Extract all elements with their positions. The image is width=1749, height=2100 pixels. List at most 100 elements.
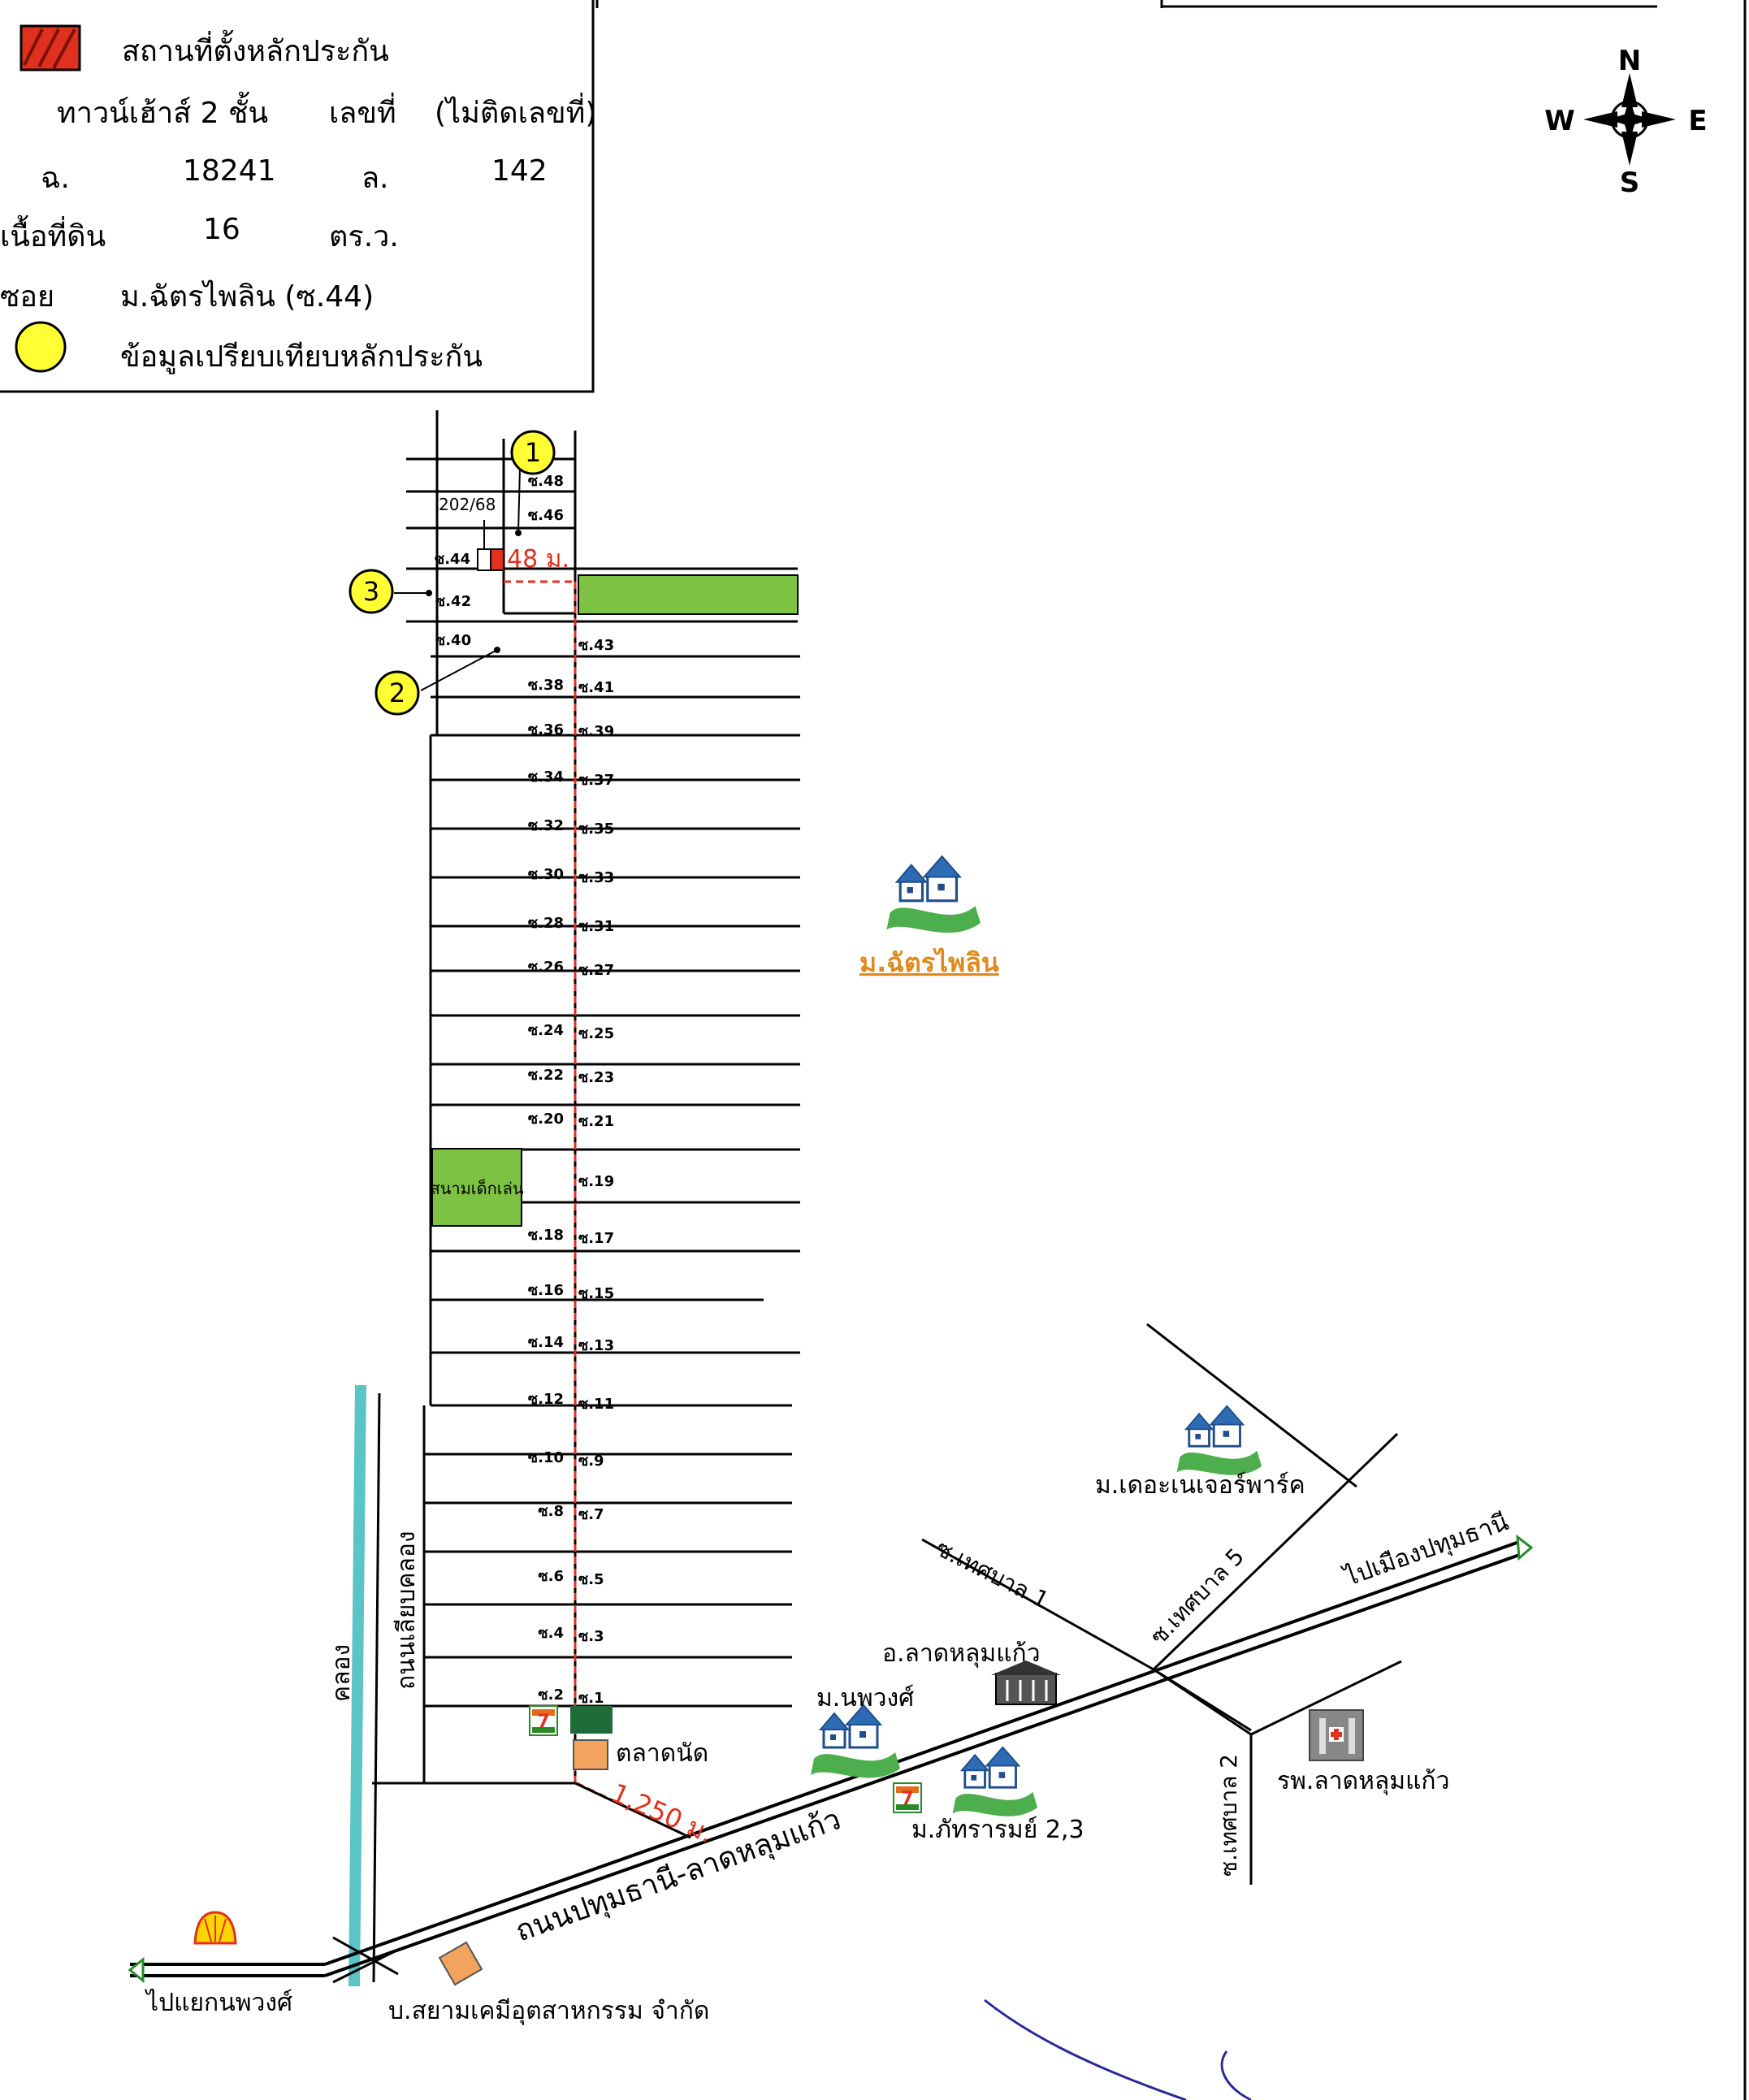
district-office-label: อ.ลาดหลุมแก้ว bbox=[882, 1639, 1041, 1669]
canal-road-label: ถนนเลียบคลอง bbox=[392, 1531, 421, 1690]
marker-2-label: 2 bbox=[389, 678, 405, 708]
soi-tessaban2-label: ซ.เทศบาล 2 bbox=[1215, 1754, 1242, 1877]
plot-202-68 bbox=[477, 548, 491, 571]
market-label: ตลาดนัด bbox=[616, 1739, 708, 1768]
soi-label-east: ซ.43 bbox=[578, 637, 614, 654]
soi-label-east: ซ.31 bbox=[578, 918, 614, 935]
soi-label-east: ซ.11 bbox=[578, 1396, 614, 1413]
hospital-icon bbox=[1309, 1709, 1364, 1761]
hospital-label: รพ.ลาดหลุมแก้ว bbox=[1277, 1767, 1449, 1796]
village-pattharam-label: ม.ภัทรารมย์ 2,3 bbox=[911, 1816, 1084, 1844]
seven-eleven-icon-2: 7 bbox=[893, 1782, 922, 1813]
soi-label-west: ซ.4 bbox=[538, 1625, 564, 1642]
village-house-icon bbox=[952, 1746, 1038, 1816]
village-house-icon bbox=[1176, 1405, 1262, 1475]
soi-label-east: ซ.39 bbox=[578, 723, 614, 740]
soi-network bbox=[406, 410, 800, 1783]
legend-lot-label: ล. bbox=[361, 162, 389, 195]
market-icon bbox=[573, 1739, 608, 1770]
soi-label-west: ซ.22 bbox=[528, 1067, 564, 1084]
soi-label-west: ซ.10 bbox=[528, 1449, 564, 1466]
soi-label-east: ซ.5 bbox=[578, 1571, 604, 1588]
soi-label-west: ซ.38 bbox=[528, 677, 564, 694]
frontage-distance: 48 ม. bbox=[507, 545, 569, 574]
municipal-sois bbox=[921, 1323, 1402, 1885]
compass-east: E bbox=[1688, 105, 1707, 137]
soi-label-west: ซ.42 bbox=[435, 593, 471, 610]
soi-label-west: ซ.20 bbox=[528, 1111, 564, 1128]
soi-tessaban1-label: ซ.เทศบาล 1 bbox=[932, 1535, 1054, 1614]
svg-text:7: 7 bbox=[901, 1789, 913, 1809]
arrow-to-pathum-icon bbox=[1516, 1534, 1534, 1561]
park-area[interactable] bbox=[431, 1148, 522, 1227]
lake-outline bbox=[984, 1998, 1252, 2100]
seven-eleven-icon: 7 bbox=[529, 1705, 558, 1736]
legend-comparison-label: ข้อมูลเปรียบเทียบหลักประกัน bbox=[120, 340, 483, 374]
legend-building-type: ทาวน์เฮ้าส์ 2 ชั้น bbox=[57, 97, 269, 130]
village-nature-label: ม.เดอะเนเจอร์พาร์ค bbox=[1095, 1471, 1305, 1500]
soi-label-west: ซ.40 bbox=[435, 632, 471, 649]
soi-label-west: ซ.24 bbox=[528, 1022, 564, 1039]
tesco-lotus-icon bbox=[570, 1706, 613, 1734]
legend-house-no-value: (ไม่ติดเลขที่) bbox=[435, 97, 597, 130]
comparison-marker-2[interactable] bbox=[374, 670, 420, 716]
district-office-icon bbox=[991, 1661, 1061, 1705]
legend-deed-label: ฉ. bbox=[41, 162, 70, 195]
green-strip bbox=[578, 574, 799, 615]
soi-label-east: ซ.1 bbox=[578, 1690, 604, 1707]
soi-tessaban5-label: ซ.เทศบาล 5 bbox=[1145, 1543, 1249, 1650]
soi-label-east: ซ.41 bbox=[578, 679, 614, 696]
soi-label-west: ซ.30 bbox=[528, 866, 564, 883]
soi-label-west: ซ.46 bbox=[528, 507, 564, 524]
legend-deed-value: 18241 bbox=[183, 154, 276, 188]
village-nopphawong-label: ม.นพวงศ์ bbox=[816, 1684, 914, 1712]
soi-label-west: ซ.8 bbox=[538, 1503, 564, 1520]
soi-label-east: ซ.27 bbox=[578, 962, 614, 979]
legend-property-label: สถานที่ตั้งหลักประกัน bbox=[122, 35, 389, 68]
soi-label-east: ซ.33 bbox=[578, 869, 614, 886]
arrow-to-nopphawong-icon bbox=[128, 1956, 145, 1984]
soi-label-east: ซ.7 bbox=[578, 1506, 604, 1523]
soi-label-west: ซ.28 bbox=[528, 915, 564, 932]
soi-label-west: ซ.48 bbox=[528, 473, 564, 490]
soi-label-east: ซ.35 bbox=[578, 821, 614, 838]
soi-label-west: ซ.2 bbox=[538, 1686, 564, 1704]
village-main-label: ม.ฉัตรไพลิน bbox=[859, 947, 999, 978]
marker-1-label: 1 bbox=[525, 437, 541, 468]
soi-label-west: ซ.16 bbox=[528, 1282, 564, 1299]
soi-label-west: ซ.26 bbox=[528, 959, 564, 976]
legend-area-label: เนื้อที่ดิน bbox=[0, 220, 106, 253]
soi-label-west: ซ.36 bbox=[528, 721, 564, 738]
legend-area-unit: ตร.ว. bbox=[329, 220, 399, 253]
comparison-marker-1[interactable] bbox=[510, 430, 556, 475]
soi-label-east: ซ.23 bbox=[578, 1069, 614, 1086]
legend-box bbox=[0, 0, 595, 393]
legend-lot-value: 142 bbox=[491, 154, 548, 188]
comparison-marker-3[interactable] bbox=[349, 569, 394, 614]
legend-house-no-label: เลขที่ bbox=[329, 97, 396, 130]
compass-icon bbox=[1583, 73, 1676, 166]
soi-label-east: ซ.37 bbox=[578, 772, 614, 789]
canal bbox=[349, 1384, 366, 1987]
compass-south: S bbox=[1620, 167, 1640, 199]
property-plot[interactable] bbox=[490, 548, 504, 571]
soi-label-west: ซ.6 bbox=[538, 1568, 564, 1585]
soi-label-west: ซ.34 bbox=[528, 769, 564, 786]
soi-label-east: ซ.19 bbox=[578, 1173, 614, 1190]
comparison-legend-icon bbox=[15, 321, 67, 373]
road-distance: 1,250 ม. bbox=[607, 1777, 718, 1850]
property-legend-icon bbox=[19, 24, 81, 71]
village-house-icon bbox=[811, 1704, 900, 1778]
company-icon bbox=[438, 1941, 483, 1986]
svg-text:7: 7 bbox=[537, 1712, 549, 1732]
soi-label-east: ซ.21 bbox=[578, 1113, 614, 1130]
soi-label-east: ซ.13 bbox=[578, 1337, 614, 1354]
shell-icon bbox=[193, 1911, 237, 1945]
compass-west: W bbox=[1544, 105, 1575, 137]
soi-label-west: ซ.44 bbox=[435, 551, 470, 568]
to-pathum-label: ไปเมืองปทุมธานี bbox=[1340, 1507, 1513, 1593]
soi-label-west: ซ.14 bbox=[528, 1334, 564, 1351]
soi-label-east: ซ.17 bbox=[578, 1230, 614, 1247]
plot-number-label: 202/68 bbox=[439, 495, 496, 514]
